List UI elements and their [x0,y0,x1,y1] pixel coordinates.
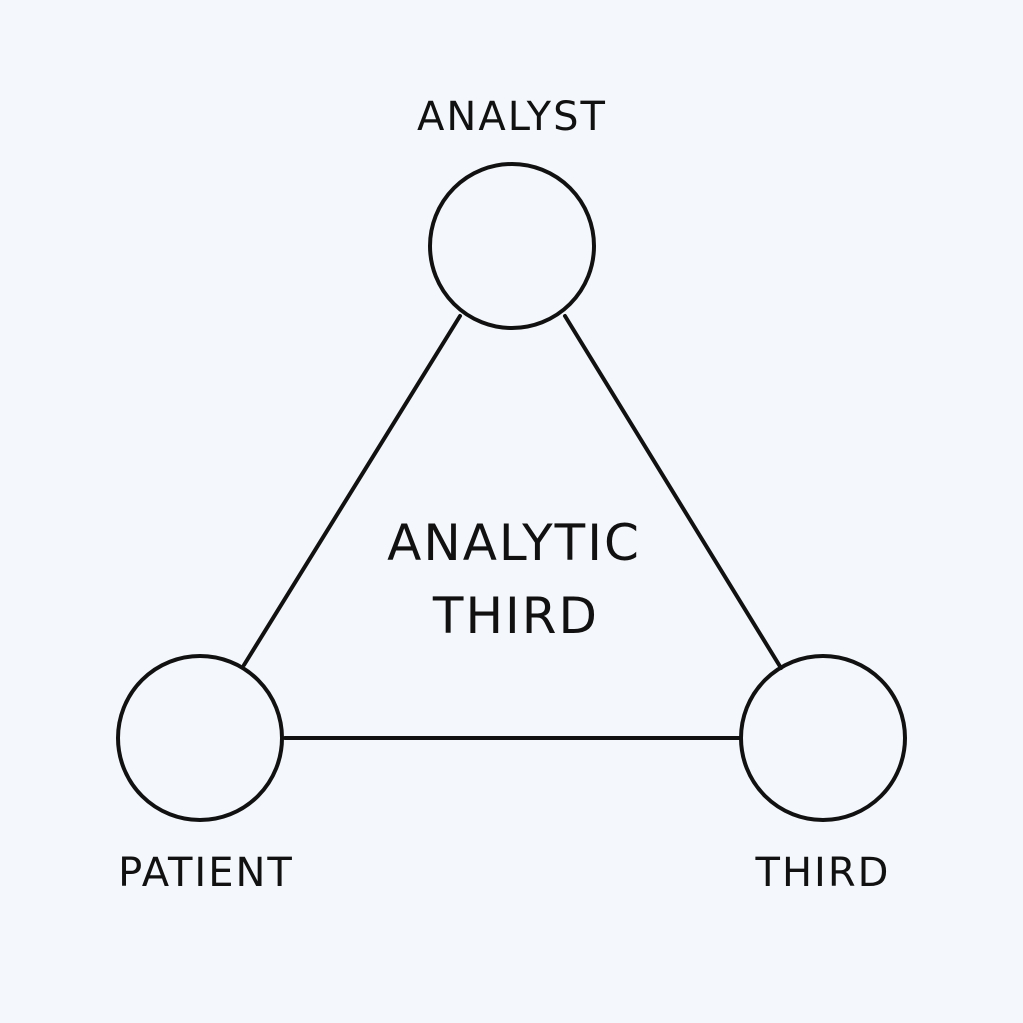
edge-analyst-patient [242,314,462,667]
center-label-line1: ANALYTIC [387,514,641,572]
node-analyst-label: ANALYST [417,94,607,140]
node-third-label: THIRD [755,850,891,896]
node-third-circle [739,654,907,822]
node-analyst-circle [428,162,596,330]
node-patient-label: PATIENT [118,850,294,896]
node-patient-circle [116,654,284,822]
edge-analyst-third [563,314,783,670]
center-label-line2: THIRD [432,587,599,645]
